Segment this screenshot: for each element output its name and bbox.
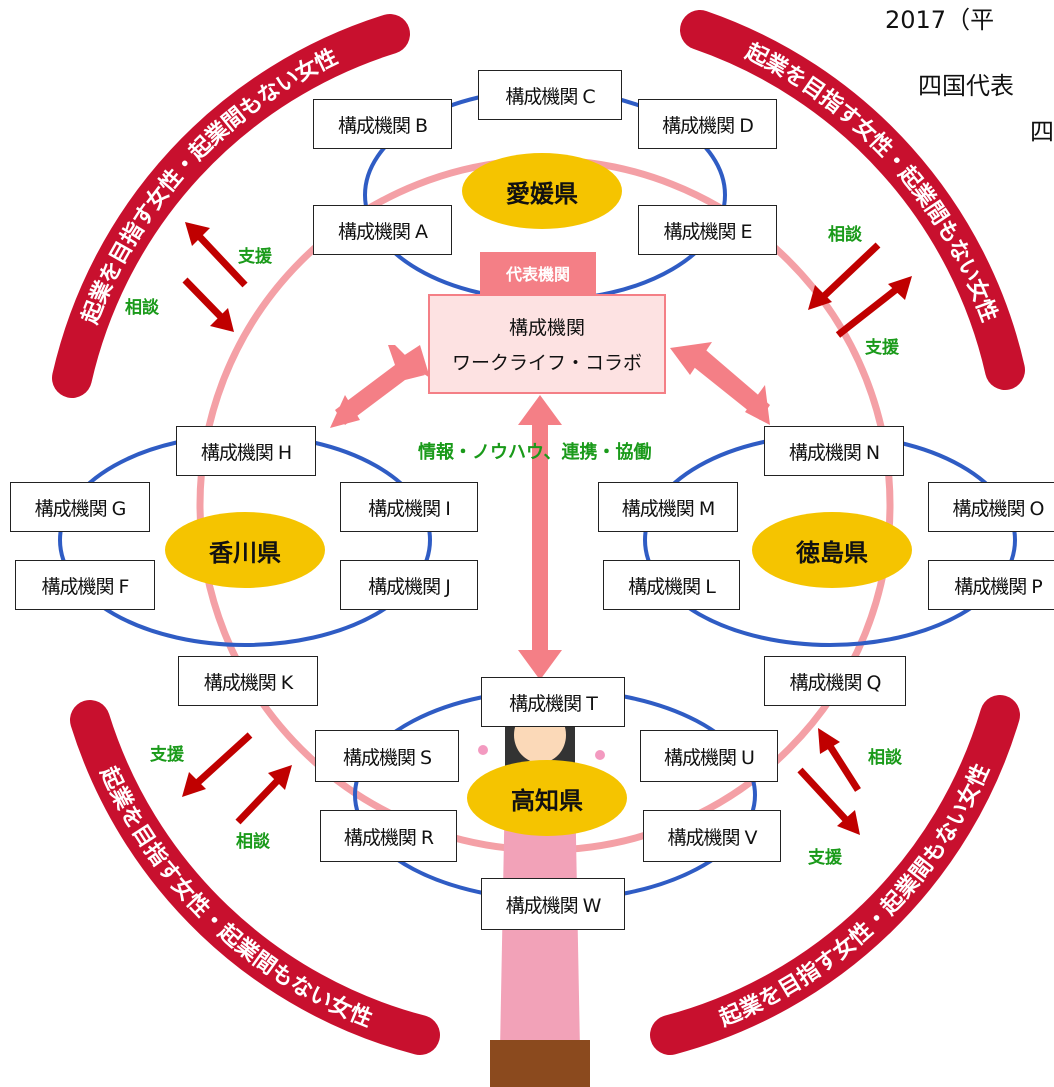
label-support-br: 支援	[808, 848, 842, 868]
org-j: 構成機関 J	[340, 560, 478, 610]
arc-text-bottom-right: 起業を目指す女性・起業間もない女性	[715, 760, 995, 1032]
label-support-tl: 支援	[238, 247, 272, 267]
header-line-3: 四	[1030, 118, 1054, 146]
representative-line2: ワークライフ・コラボ	[451, 352, 642, 374]
bl-arrows	[182, 732, 292, 825]
org-c: 構成機関 C	[478, 70, 622, 120]
org-l: 構成機関 L	[603, 560, 740, 610]
org-n: 構成機関 N	[764, 426, 904, 476]
org-r: 構成機関 R	[320, 810, 457, 862]
tr-arrows	[808, 242, 912, 338]
label-consult-bl: 相談	[236, 832, 270, 852]
arrow-rep-to-kagawa	[330, 345, 430, 428]
label-consult-tl: 相談	[125, 298, 159, 318]
org-k: 構成機関 K	[178, 656, 318, 706]
arc-text-bottom-left: 起業を目指す女性・起業間もない女性	[95, 762, 376, 1032]
tl-arrows	[182, 222, 248, 332]
org-i: 構成機関 I	[340, 482, 478, 532]
pref-kochi: 高知県	[467, 760, 627, 836]
representative-tab: 代表機関	[480, 252, 596, 294]
org-q: 構成機関 Q	[764, 656, 906, 706]
header-line-2: 四国代表	[918, 72, 1014, 100]
org-h: 構成機関 H	[176, 426, 316, 476]
org-v: 構成機関 V	[643, 810, 781, 862]
org-m: 構成機関 M	[598, 482, 738, 532]
header-line-1: 2017（平	[885, 6, 995, 34]
org-o: 構成機関 O	[928, 482, 1054, 532]
center-label: 情報・ノウハウ、連携・協働	[418, 442, 652, 463]
label-consult-tr: 相談	[828, 225, 862, 245]
org-a: 構成機関 A	[313, 205, 452, 255]
label-support-bl: 支援	[150, 745, 184, 765]
representative-line1: 構成機関	[508, 317, 585, 339]
org-e: 構成機関 E	[638, 205, 777, 255]
pref-tokushima: 徳島県	[752, 512, 912, 588]
org-t: 構成機関 T	[481, 677, 625, 727]
org-b: 構成機関 B	[313, 99, 452, 149]
org-w: 構成機関 W	[481, 878, 625, 930]
arc-text-top-left: 起業を目指す女性・起業間もない女性	[78, 45, 342, 329]
representative-box: 構成機関 ワークライフ・コラボ	[428, 294, 666, 394]
org-u: 構成機関 U	[640, 730, 778, 782]
org-g: 構成機関 G	[10, 482, 150, 532]
org-f: 構成機関 F	[15, 560, 155, 610]
label-support-tr: 支援	[865, 338, 899, 358]
org-s: 構成機関 S	[315, 730, 459, 782]
pref-kagawa: 香川県	[165, 512, 325, 588]
arrow-rep-to-tokushima	[670, 342, 770, 425]
label-consult-br: 相談	[868, 748, 902, 768]
br-arrows	[797, 728, 861, 835]
org-d: 構成機関 D	[638, 99, 777, 149]
org-p: 構成機関 P	[928, 560, 1054, 610]
arrow-rep-to-kochi	[518, 395, 562, 680]
pref-ehime: 愛媛県	[462, 153, 622, 229]
